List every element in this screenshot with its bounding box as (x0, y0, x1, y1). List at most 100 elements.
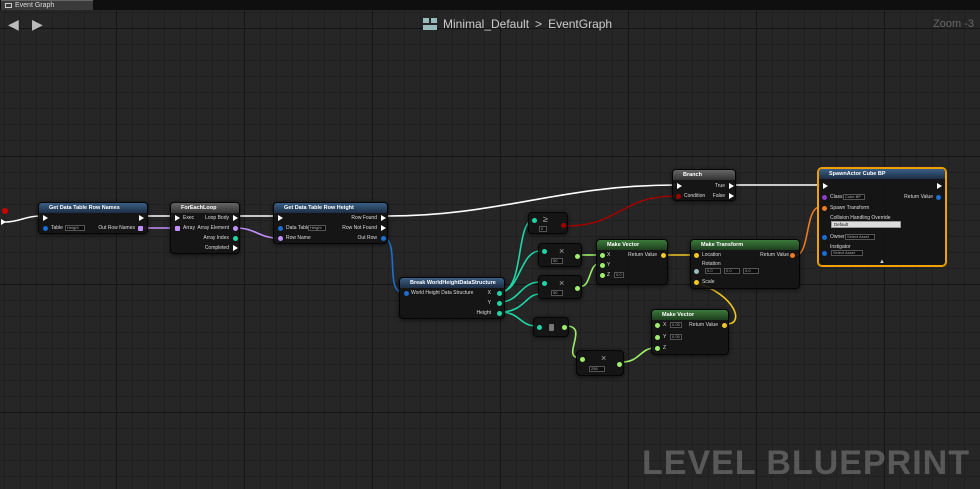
y-pin[interactable] (655, 335, 660, 340)
node-multiply-y[interactable]: 50 × (538, 275, 582, 299)
return-pin[interactable] (936, 195, 941, 200)
expand-arrow-icon[interactable]: ▲ (879, 259, 885, 265)
multiply-out-pin[interactable] (575, 254, 580, 259)
pin-label: Rotation (702, 261, 721, 267)
node-compare[interactable]: 0 ≥ (528, 212, 568, 234)
array-index-pin[interactable] (233, 236, 238, 241)
class-select[interactable]: Cube BP (843, 194, 865, 200)
multiply-a-pin[interactable] (542, 249, 547, 254)
node-branch[interactable]: Branch True Condition False (672, 169, 736, 201)
rotation-z[interactable]: 0.0 (743, 268, 759, 274)
exec-in-pin[interactable] (175, 215, 180, 221)
return-pin[interactable] (661, 253, 666, 258)
node-foreach-loop[interactable]: ForEachLoop Exec Loop Body Array Array E… (170, 202, 240, 254)
node-make-transform[interactable]: Make Transform Location Return Value Rot… (690, 239, 800, 289)
node-make-vector-1[interactable]: Make Vector X Return Value Y Z 0.0 (596, 239, 668, 285)
data-table-select[interactable]: Height (308, 225, 326, 231)
return-pin[interactable] (790, 253, 795, 258)
row-found-pin[interactable] (381, 215, 386, 221)
node-make-vector-2[interactable]: Make Vector X 0.05 Return Value Y 0.05 Z (651, 309, 729, 355)
rotation-pin[interactable] (694, 269, 699, 274)
multiply-a-pin[interactable] (580, 357, 585, 362)
collision-dropdown[interactable]: Default (831, 221, 901, 228)
multiply-b-value[interactable]: 50 (551, 258, 563, 264)
multiply-b-value[interactable]: 256 (589, 366, 605, 372)
node-spawn-actor[interactable]: SpawnActor Cube BP Class Cube BP Return … (818, 168, 946, 266)
pin-label: Z (607, 272, 611, 278)
multiply-a-pin[interactable] (542, 281, 547, 286)
condition-pin[interactable] (676, 194, 681, 199)
z-pin[interactable] (600, 273, 605, 278)
node-multiply-height[interactable]: 256 × (576, 350, 624, 376)
completed-pin[interactable] (233, 245, 238, 251)
tab-event-graph[interactable]: Event Graph (1, 0, 93, 10)
x-pin[interactable] (497, 291, 502, 296)
compare-a-pin[interactable] (532, 218, 537, 223)
y-value[interactable]: 0.05 (670, 334, 682, 340)
instigator-pin[interactable] (822, 251, 827, 256)
convert-out-pin[interactable] (562, 325, 567, 330)
exec-in-pin[interactable] (43, 215, 48, 221)
compare-b-value[interactable]: 0 (539, 226, 547, 232)
multiply-out-pin[interactable] (575, 286, 580, 291)
exec-in-pin[interactable] (278, 215, 283, 221)
rotation-x[interactable]: 0.0 (705, 268, 721, 274)
location-pin[interactable] (694, 253, 699, 258)
pin-label: Z (663, 345, 667, 351)
z-value[interactable]: 0.0 (614, 272, 624, 278)
scale-pin[interactable] (694, 280, 699, 285)
pin-label: Data Table (286, 225, 310, 231)
spawn-transform-pin[interactable] (822, 206, 827, 211)
y-pin[interactable] (497, 301, 502, 306)
array-pin[interactable] (175, 226, 180, 231)
node-title: Branch (673, 170, 735, 180)
tab-label: Event Graph (15, 2, 55, 9)
x-value[interactable]: 0.05 (670, 322, 682, 328)
table-pin[interactable] (43, 226, 48, 231)
row-not-found-pin[interactable] (381, 225, 386, 231)
row-name-pin[interactable] (278, 236, 283, 241)
convert-in-pin[interactable] (537, 325, 542, 330)
multiply-out-pin[interactable] (617, 362, 622, 367)
breadcrumb-asset[interactable]: Minimal_Default (443, 17, 530, 31)
pin-label: Array Element (197, 225, 229, 231)
loop-body-pin[interactable] (233, 215, 238, 221)
node-multiply-x[interactable]: 50 × (538, 243, 582, 267)
node-get-data-table-row[interactable]: Get Data Table Row Height Row Found Data… (273, 202, 388, 244)
exec-out-pin[interactable] (139, 215, 144, 221)
class-pin[interactable] (822, 195, 827, 200)
exec-in-pin[interactable] (823, 183, 828, 189)
multiply-b-value[interactable]: 50 (551, 290, 563, 296)
node-break-struct[interactable]: Break WorldHeightDataStructure World Hei… (399, 277, 505, 319)
exec-in-pin[interactable] (677, 183, 682, 189)
node-get-row-names[interactable]: Get Data Table Row Names Table Height Ou… (38, 202, 148, 234)
exec-out-pin[interactable] (937, 183, 942, 189)
out-row-pin[interactable] (381, 236, 386, 241)
breadcrumb-graph[interactable]: EventGraph (548, 17, 613, 31)
owner-pin[interactable] (822, 235, 827, 240)
pin-label: Height (476, 310, 491, 316)
array-element-pin[interactable] (233, 226, 238, 231)
instigator-select[interactable]: Select Asset (831, 250, 863, 256)
rotation-y[interactable]: 0.0 (724, 268, 740, 274)
out-names-pin[interactable] (138, 226, 143, 231)
x-pin[interactable] (600, 253, 605, 258)
node-int-to-float[interactable] (533, 317, 569, 337)
forward-arrow-icon[interactable]: ▶ (32, 16, 43, 32)
y-pin[interactable] (600, 263, 605, 268)
return-pin[interactable] (722, 323, 727, 328)
back-arrow-icon[interactable]: ◀ (8, 16, 19, 32)
owner-select[interactable]: Select Asset (845, 234, 875, 240)
table-select[interactable]: Height (65, 225, 85, 231)
struct-input-pin[interactable] (404, 291, 409, 296)
event-exec-pin[interactable] (1, 219, 6, 225)
compare-out-pin[interactable] (561, 223, 566, 228)
z-pin[interactable] (655, 346, 660, 351)
data-table-pin[interactable] (278, 226, 283, 231)
node-title: Make Transform (691, 240, 799, 250)
false-pin[interactable] (729, 193, 734, 199)
node-title: Break WorldHeightDataStructure (400, 278, 504, 288)
x-pin[interactable] (655, 323, 660, 328)
true-pin[interactable] (729, 183, 734, 189)
height-pin[interactable] (497, 311, 502, 316)
